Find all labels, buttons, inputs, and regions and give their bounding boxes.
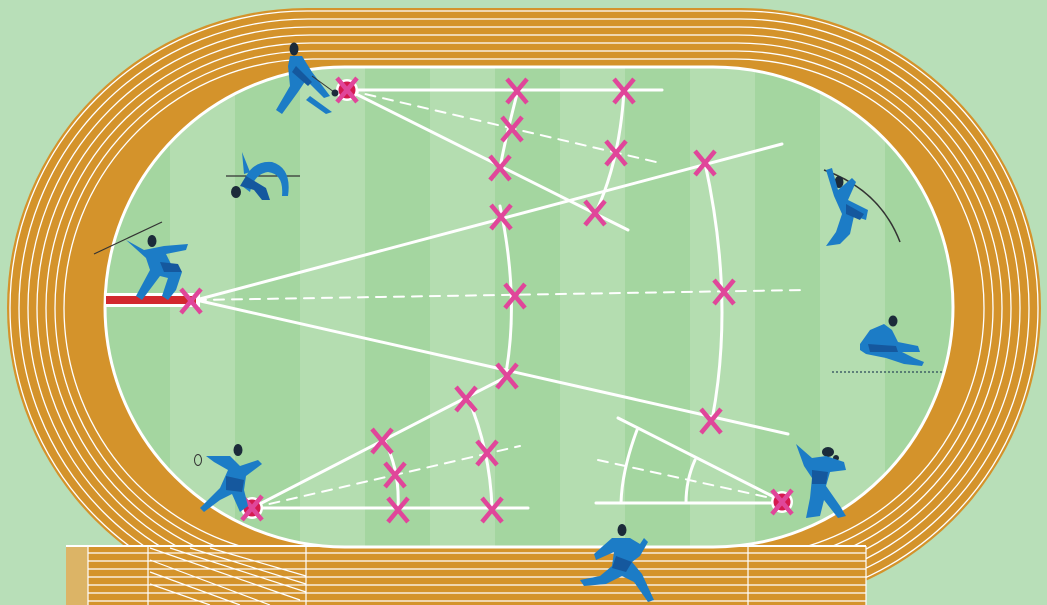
straight-extension — [66, 546, 866, 605]
